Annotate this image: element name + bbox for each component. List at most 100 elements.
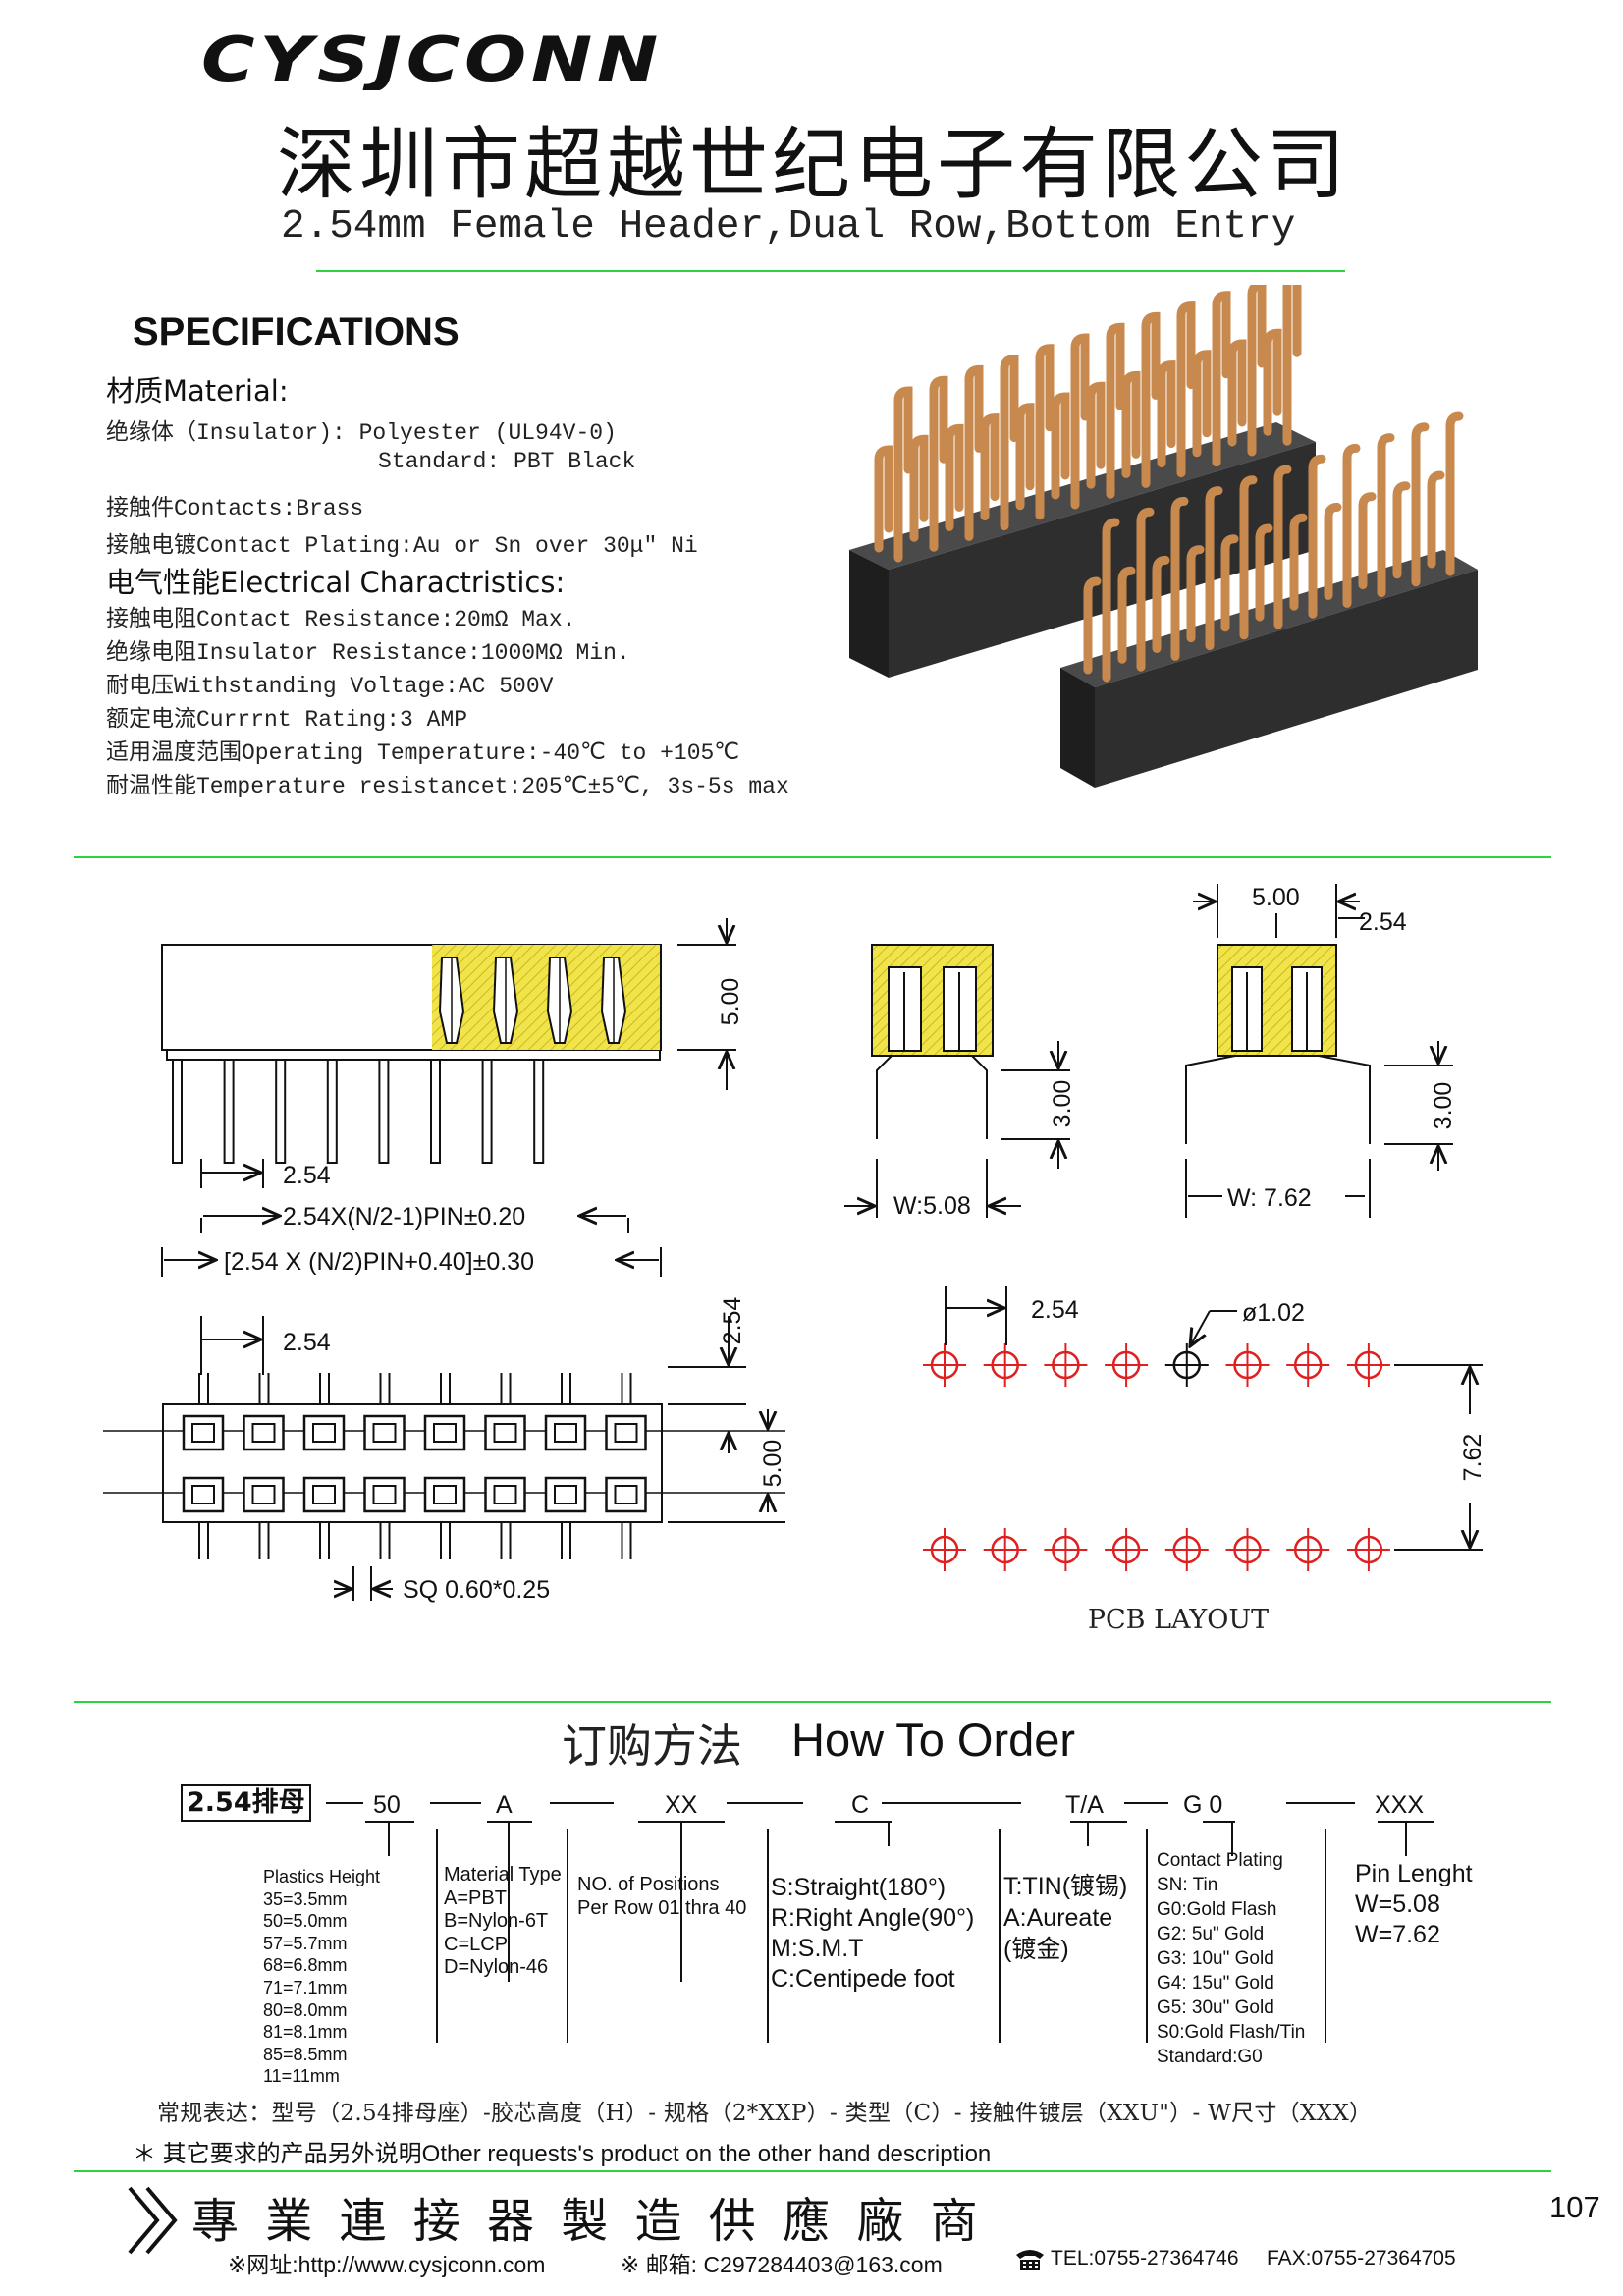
product-pin <box>1192 350 1212 458</box>
product-pin <box>1035 344 1055 520</box>
top-socket-inner <box>554 1423 577 1443</box>
top-socket-inner <box>191 1485 215 1504</box>
product-pin <box>1358 492 1377 590</box>
order-plating-type: T:TIN(镀锡) A:Aureate (镀金) <box>1003 1873 1128 1963</box>
product-pin <box>1070 333 1090 510</box>
product-pin <box>1106 322 1125 499</box>
order-code-plating-type: T/A <box>1065 1791 1104 1819</box>
top-socket <box>302 1476 346 1513</box>
pcb-row-dim: 7.62 <box>1459 1434 1487 1482</box>
top-pin-dim: SQ 0.60*0.25 <box>403 1576 550 1604</box>
product-pin <box>964 364 984 541</box>
product-pin <box>1392 481 1411 579</box>
footer-website: ※网址:http://www.cysjconn.com <box>228 2252 546 2277</box>
order-other-requests: ＊ 其它要求的产品另外说明Other requests's product on… <box>133 2141 992 2167</box>
order-title-cn: 订购方法 <box>562 1720 742 1773</box>
divider-1 <box>74 856 1551 858</box>
top-socket-inner <box>554 1485 577 1504</box>
product-pin <box>1051 392 1070 500</box>
logo-graphic: CYSJCONN <box>201 24 659 95</box>
front-pin <box>430 1059 441 1164</box>
telephone-icon <box>1016 2250 1044 2270</box>
order-positions: NO. of Positions Per Row 01 thra 40 <box>577 1874 747 1919</box>
front-pin <box>223 1059 235 1164</box>
product-pin <box>1227 339 1247 447</box>
spec-electrical-label: 电气性能Electrical Charactristics: <box>106 566 566 599</box>
top-socket-inner <box>433 1485 457 1504</box>
divider-2 <box>74 1701 1551 1703</box>
order-prefix-box: 2.54排母 <box>181 1784 311 1822</box>
order-plastics-height: Plastics Height 35=3.5mm 50=5.0mm 57=5.7… <box>263 1867 381 2087</box>
front-pin <box>533 1059 545 1164</box>
product-pin <box>1000 355 1019 531</box>
top-row-pitch-dim: 2.54 <box>719 1297 746 1345</box>
product-pin <box>1136 507 1155 672</box>
pcb-hole-dim: ø1.02 <box>1242 1299 1305 1327</box>
order-code-type: C <box>851 1791 869 1819</box>
side-view-2 <box>1185 884 1453 1218</box>
footer-email: ※ 邮箱: C297284403@163.com <box>621 2252 943 2277</box>
product-pin <box>1117 566 1136 664</box>
order-code-material: A <box>496 1791 513 1819</box>
product-pin <box>1212 291 1231 467</box>
product-pin <box>874 445 893 553</box>
top-socket <box>544 1476 587 1513</box>
product-pin <box>1141 311 1161 488</box>
spec-temp-resistance: 耐温性能Temperature resistancet:205℃±5℃, 3s-… <box>106 774 789 799</box>
top-socket-inner <box>493 1485 517 1504</box>
top-socket-inner <box>251 1485 276 1504</box>
product-pin <box>1263 328 1282 436</box>
product-pin <box>1170 496 1189 661</box>
divider-3 <box>74 2170 1551 2172</box>
company-name-cn: 深圳市超越世纪电子有限公司 <box>277 119 1349 210</box>
order-contact-plating: Contact Plating SN: Tin G0:Gold Flash G2… <box>1157 1850 1306 2067</box>
spec-withstanding-voltage: 耐电压Withstanding Voltage:AC 500V <box>106 674 554 699</box>
side-view-1 <box>844 944 1070 1218</box>
spec-insulator-standard: Standard: PBT Black <box>378 449 636 474</box>
front-length-dim: [2.54 X (N/2)PIN+0.40]±0.30 <box>224 1248 534 1276</box>
spec-insulator: 绝缘体（Insulator): Polyester (UL94V-0) <box>106 420 617 446</box>
side2-top-dim: 5.00 <box>1252 884 1300 911</box>
product-pin <box>929 375 948 552</box>
spec-current-rating: 额定电流Currrnt Rating:3 AMP <box>106 707 468 733</box>
spec-heading: SPECIFICATIONS <box>133 310 460 354</box>
product-pin <box>1324 502 1342 600</box>
product-pin <box>909 434 929 542</box>
top-socket-inner <box>251 1423 276 1443</box>
spec-plating: 接触电镀Contact Plating:Au or Sn over 30μ" N… <box>106 533 698 559</box>
product-pin <box>1083 576 1102 675</box>
product-pin <box>1289 513 1308 611</box>
order-title-en: How To Order <box>791 1714 1076 1766</box>
product-pin <box>1427 470 1445 569</box>
top-socket-inner <box>614 1423 638 1443</box>
order-regular-expression: 常规表达：型号（2.54排母座）-胶芯高度（H）- 规格（2*XXP）- 类型（… <box>157 2101 1373 2126</box>
side2-pitch-dim: 2.54 <box>1359 908 1407 936</box>
front-view <box>161 918 736 1277</box>
side1-tail-dim: 3.00 <box>1049 1080 1076 1128</box>
product-pin <box>1121 370 1141 478</box>
front-pitch-dim: 2.54 <box>283 1162 331 1189</box>
front-height-dim: 5.00 <box>717 978 744 1026</box>
order-material-type: Material Type A=PBT B=Nylon-6T C=LCP D=N… <box>444 1864 562 1978</box>
side2-tail-dim: 3.00 <box>1430 1082 1457 1130</box>
product-pin <box>1308 454 1326 619</box>
connector-front <box>1060 411 1478 788</box>
top-socket-inner <box>372 1423 397 1443</box>
company-logo: CYSJCONN <box>201 24 673 95</box>
title-underline <box>316 270 1345 272</box>
order-pin-length: Pin Lenght W=5.08 W=7.62 <box>1355 1860 1473 1948</box>
front-pin <box>275 1059 287 1164</box>
product-pin <box>1377 433 1395 598</box>
product-pin <box>1015 403 1035 511</box>
front-pin <box>326 1059 338 1164</box>
product-pin <box>1273 465 1292 629</box>
product-pin <box>1239 475 1258 640</box>
side1-width-dim: W:5.08 <box>893 1192 971 1220</box>
product-title: 2.54mm Female Header,Dual Row,Bottom Ent… <box>281 204 1296 249</box>
top-socket-inner <box>493 1423 517 1443</box>
order-type: S:Straight(180°) R:Right Angle(90°) M:S.… <box>771 1874 975 1993</box>
front-pin <box>172 1059 183 1164</box>
top-socket-inner <box>614 1485 638 1504</box>
product-photo <box>849 285 1478 788</box>
top-height-dim: 5.00 <box>759 1440 786 1488</box>
